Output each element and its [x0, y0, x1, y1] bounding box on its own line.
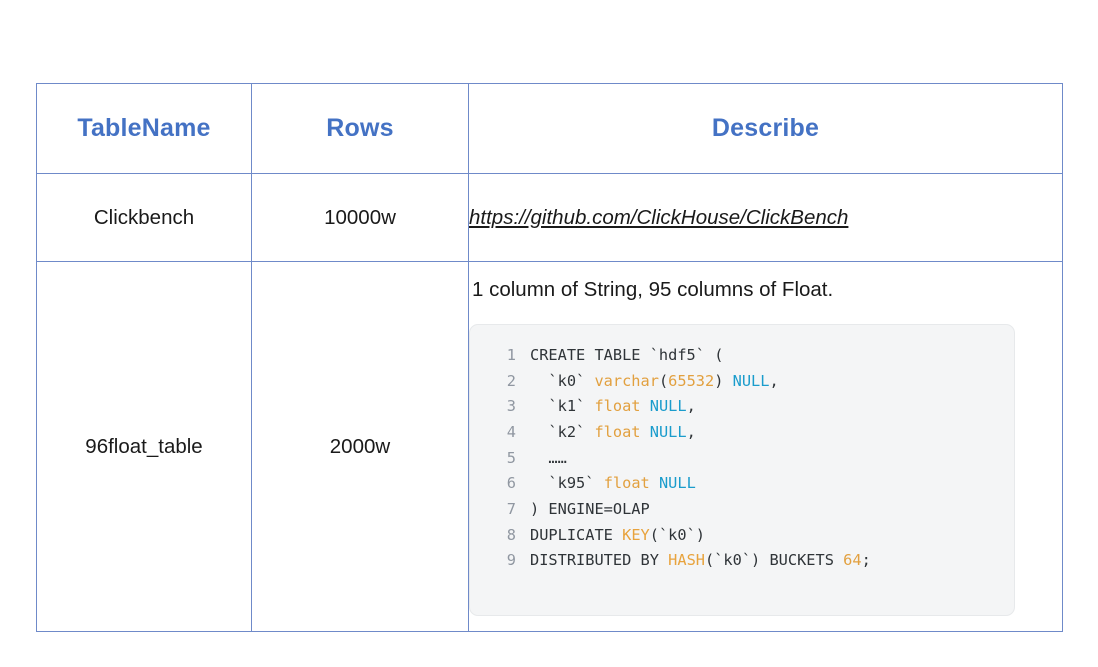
code-line-number: 1: [506, 345, 516, 364]
code-token-null: NULL: [658, 474, 696, 493]
code-line: 4 `k2` float NULL,: [482, 420, 998, 446]
code-line-text: ) ENGINE=OLAP: [530, 497, 650, 523]
code-token-plain: ;: [861, 551, 871, 570]
code-token-type: float: [603, 474, 650, 493]
column-header-tablename: TableName: [36, 83, 252, 174]
code-line: 1 CREATE TABLE `hdf5` (: [482, 343, 998, 369]
column-header-rows: Rows: [251, 83, 469, 174]
code-line: 9 DISTRIBUTED BY HASH(`k0`) BUCKETS 64;: [482, 548, 998, 574]
code-token-plain: [641, 397, 650, 415]
code-token-plain: DUPLICATE: [530, 525, 623, 544]
code-line-number: 3: [506, 397, 516, 416]
code-line-text: DUPLICATE KEY(`k0`): [530, 523, 705, 549]
code-line-text: `k1` float NULL,: [530, 394, 696, 420]
table-row: 96float_table 2000w 1 column of String, …: [36, 261, 1063, 632]
cell-describe-clickbench: https://github.com/ClickHouse/ClickBench: [468, 173, 1063, 262]
code-line-number: 5: [506, 448, 516, 467]
code-token-plain: [641, 423, 650, 441]
code-token-plain: (`k0`) BUCKETS: [705, 551, 844, 570]
code-token-plain: `k1`: [530, 397, 595, 416]
clickbench-repo-link[interactable]: https://github.com/ClickHouse/ClickBench: [469, 205, 849, 229]
code-token-plain: ,: [686, 397, 696, 416]
code-line: 3 `k1` float NULL,: [482, 394, 998, 420]
code-token-plain: ): [714, 371, 733, 390]
code-token-type: float: [594, 422, 641, 441]
code-line-number: 6: [506, 474, 516, 493]
table-header: TableName Rows Describe: [36, 83, 1063, 174]
code-line-number: 7: [506, 500, 516, 519]
code-line-number: 2: [506, 371, 516, 390]
code-token-plain: `k0`: [530, 371, 595, 390]
code-token-keyword: KEY: [622, 525, 650, 544]
code-token-null: NULL: [649, 422, 687, 441]
code-line-number: 8: [506, 525, 516, 544]
code-token-plain: [650, 474, 659, 492]
code-token-plain: ,: [769, 371, 779, 390]
code-line: 2 `k0` varchar(65532) NULL,: [482, 369, 998, 395]
code-token-plain: ) ENGINE=OLAP: [530, 500, 650, 519]
table-body: Clickbench 10000w https://github.com/Cli…: [36, 173, 1063, 632]
code-line-number: 9: [506, 551, 516, 570]
cell-rows-clickbench: 10000w: [251, 173, 469, 262]
code-token-number: 65532: [668, 371, 715, 390]
header-row: TableName Rows Describe: [36, 83, 1063, 174]
cell-tablename-96float: 96float_table: [36, 261, 252, 632]
code-line-text: DISTRIBUTED BY HASH(`k0`) BUCKETS 64;: [530, 548, 871, 574]
table-row: Clickbench 10000w https://github.com/Cli…: [36, 173, 1063, 262]
code-line: 5 ……: [482, 446, 998, 472]
code-token-plain: (: [658, 371, 669, 390]
code-token-plain: `k95`: [530, 474, 604, 493]
column-header-describe: Describe: [468, 83, 1063, 174]
code-token-plain: ,: [686, 422, 696, 441]
code-line: 7 ) ENGINE=OLAP: [482, 497, 998, 523]
code-token-type: float: [594, 397, 641, 416]
code-line-text: CREATE TABLE `hdf5` (: [530, 343, 723, 369]
code-token-type: varchar: [594, 371, 659, 390]
code-line-number: 4: [506, 422, 516, 441]
describe-note-text: 1 column of String, 95 columns of Float.: [472, 278, 834, 302]
cell-tablename-clickbench: Clickbench: [36, 173, 252, 262]
code-token-plain: (`k0`): [649, 525, 706, 544]
code-token-null: NULL: [732, 371, 770, 390]
cell-rows-96float: 2000w: [251, 261, 469, 632]
code-token-plain: ……: [530, 448, 567, 467]
code-line-text: `k95` float NULL: [530, 471, 696, 497]
cell-describe-96float: 1 column of String, 95 columns of Float.…: [468, 261, 1063, 632]
code-token-null: NULL: [649, 397, 687, 416]
code-line: 6 `k95` float NULL: [482, 471, 998, 497]
code-line: 8 DUPLICATE KEY(`k0`): [482, 523, 998, 549]
code-token-plain: DISTRIBUTED BY: [530, 551, 669, 570]
code-token-plain: `k2`: [530, 422, 595, 441]
code-token-plain: CREATE TABLE `hdf5` (: [530, 345, 724, 364]
code-token-keyword: HASH: [668, 551, 705, 570]
code-line-text: `k2` float NULL,: [530, 420, 696, 446]
code-line-text: ……: [530, 446, 567, 472]
code-line-text: `k0` varchar(65532) NULL,: [530, 369, 779, 395]
code-token-number: 64: [843, 551, 862, 570]
benchmark-table: TableName Rows Describe Clickbench 10000…: [36, 83, 1063, 632]
